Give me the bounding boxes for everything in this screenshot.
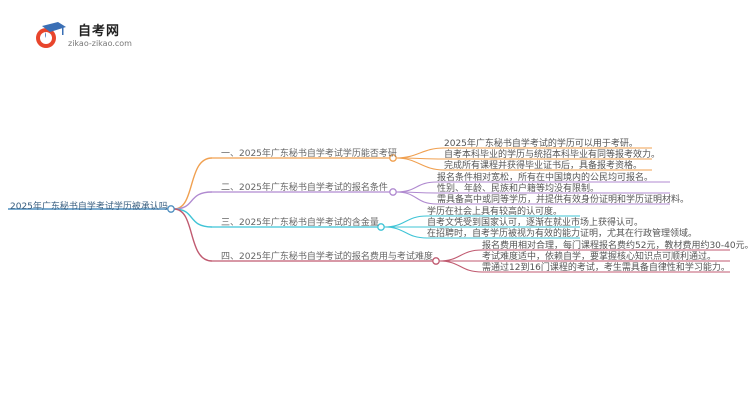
edge-branch-4-leaf-3	[438, 260, 483, 273]
site-logo[interactable]: 自考网 zikao-zikao.com	[32, 20, 152, 52]
edge-branch-4-leaf-1	[438, 249, 483, 262]
branch-3-node[interactable]	[377, 223, 385, 231]
edge-root-branch-2	[173, 191, 213, 210]
branch-2-node[interactable]	[389, 188, 397, 196]
branch-1-node[interactable]	[389, 154, 397, 162]
leaf-1-1: 2025年广东秘书自学考试的学历可以用于考研。	[444, 139, 638, 149]
branch-2-label[interactable]: 二、2025年广东秘书自学考试的报名条件	[221, 183, 388, 193]
leaf-2-1: 报名条件相对宽松，所有在中国境内的公民均可报名。	[437, 173, 654, 183]
branch-3-label[interactable]: 三、2025年广东秘书自学考试的含金量	[221, 218, 379, 228]
leaf-2-2: 性别、年龄、民族和户籍等均没有限制。	[437, 184, 600, 194]
branch-1-label[interactable]: 一、2025年广东秘书自学考试学历能否考研	[221, 149, 397, 159]
leaf-1-3: 完成所有课程并获得毕业证书后，具备报考资格。	[444, 161, 643, 171]
edge-branch-3-leaf-3	[383, 226, 428, 239]
edge-branch-2-leaf-1	[395, 181, 438, 193]
edge-root-branch-3	[173, 208, 213, 228]
root-node[interactable]	[167, 205, 175, 213]
edge-root-branch-1	[173, 157, 213, 210]
edge-branch-1-leaf-1	[395, 147, 445, 159]
leaf-3-3: 在招聘时，自考学历被视为有效的能力证明，尤其在行政管理领域。	[427, 229, 698, 239]
leaf-1-2: 自考本科毕业的学历与统招本科毕业有同等报考效力。	[444, 150, 661, 160]
leaf-4-2: 考试难度适中，依赖自学，要掌握核心知识点可顺利通过。	[482, 252, 717, 262]
branch-4-node[interactable]	[432, 257, 440, 265]
edge-root-branch-4	[173, 208, 213, 262]
edge-branch-2-leaf-3	[395, 191, 438, 205]
site-name: 自考网	[78, 24, 121, 39]
leaf-4-3: 需通过12到16门课程的考试，考生需具备自律性和学习能力。	[482, 263, 730, 273]
leaf-3-1: 学历在社会上具有较高的认可度。	[427, 207, 563, 217]
edge-branch-1-leaf-3	[395, 157, 445, 171]
site-url: zikao-zikao.com	[68, 39, 132, 48]
leaf-3-2: 自考文凭受到国家认可，逐渐在就业市场上获得认可。	[427, 218, 644, 228]
edge-branch-3-leaf-1	[383, 215, 428, 228]
leaf-4-1: 报名费用相对合理，每门课程报名费约52元，教材费用约30-40元。	[482, 241, 750, 251]
graduation-cap-icon	[36, 22, 66, 48]
root-topic[interactable]: 2025年广东秘书自学考试学历被承认吗	[10, 202, 168, 212]
branch-4-label[interactable]: 四、2025年广东秘书自学考试的报名费用与考试难度	[221, 252, 433, 262]
leaf-2-3: 需具备高中或同等学历，并提供有效身份证明和学历证明材料。	[437, 195, 690, 205]
